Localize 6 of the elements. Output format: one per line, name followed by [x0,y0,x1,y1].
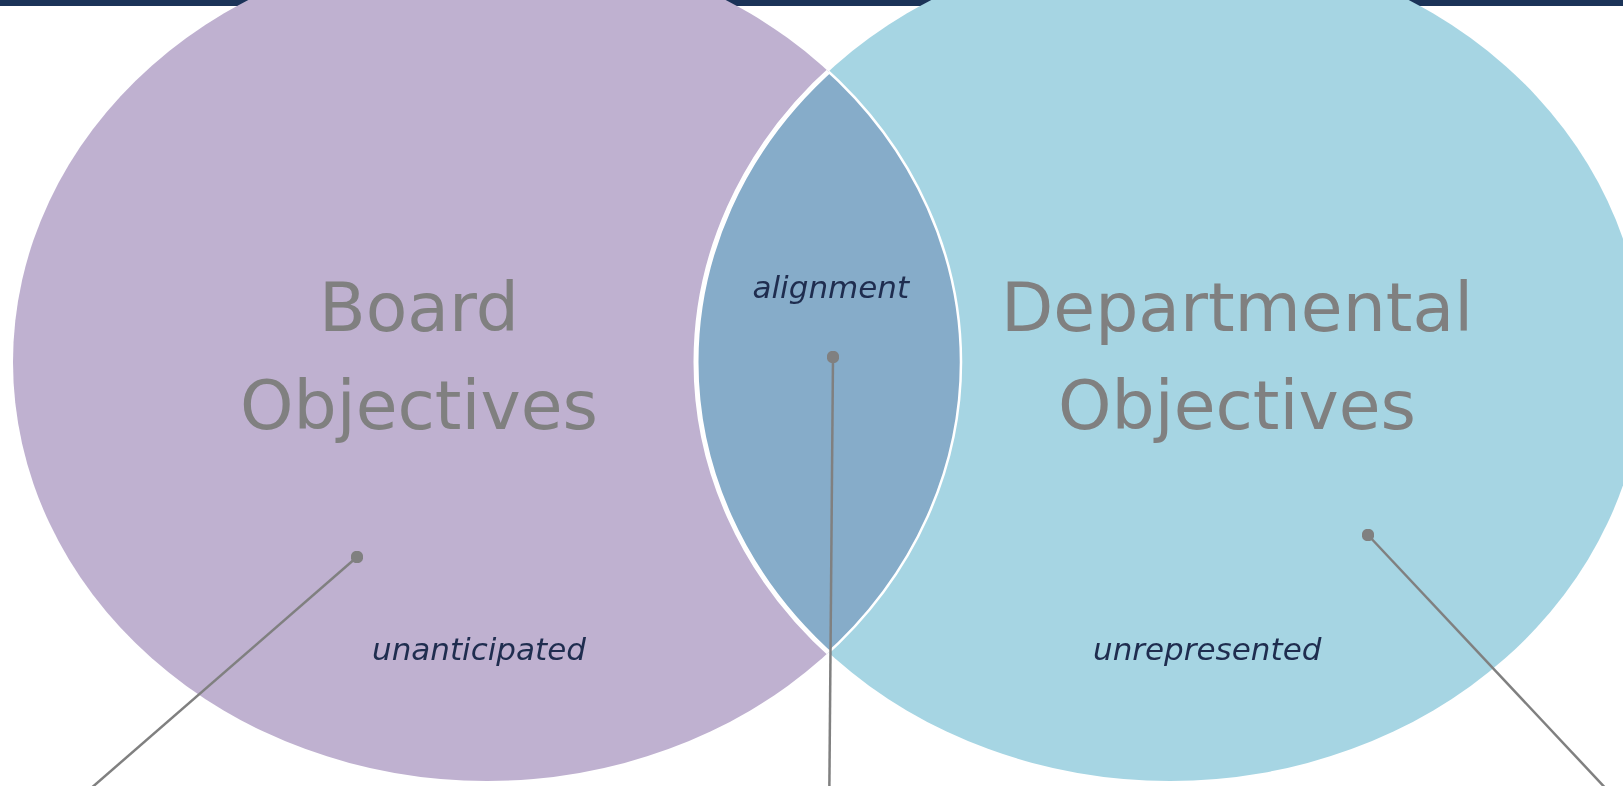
region-label: alignment [752,269,910,305]
region-label: unrepresented [1093,631,1322,667]
leader-line [826,350,840,786]
circle-title: Departmental Objectives [999,266,1475,448]
circle-title: Board Objectives [239,266,599,448]
region-label: unanticipated [372,631,586,667]
